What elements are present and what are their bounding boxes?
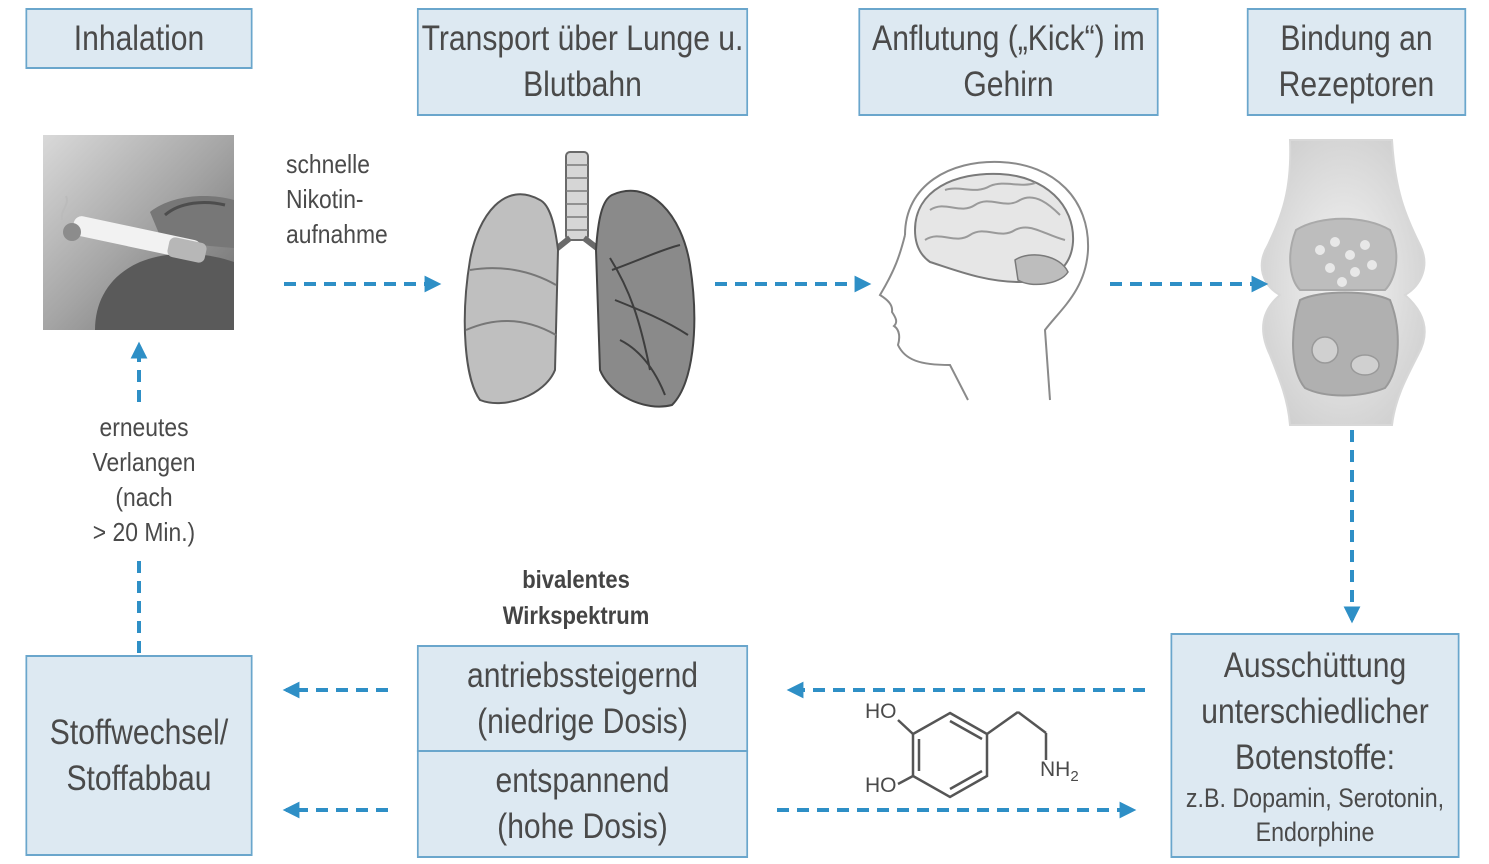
effects-heading-line-2: Wirkspektrum [502,602,650,630]
molecule-ho-top: HO [865,700,897,723]
stage-anflutung-line-2: Gehirn [963,65,1054,104]
stage-ausschuettung-line-1: Ausschüttung [1223,645,1407,685]
molecule-nh-sub: 2 [1070,768,1079,786]
stage-ausschuettung-box: Ausschüttung unterschiedlicher Botenstof… [1170,633,1460,858]
stage-anflutung-line-1: Anflutung („Kick“) im [872,19,1145,58]
lungs-image [463,151,696,408]
effect-high-dose-line-1: entspannend [495,761,670,800]
effects-heading: bivalentes Wirkspektrum [488,562,664,634]
stage-stoffwechsel-box: Stoffwechsel/ Stoffabbau [25,655,253,856]
craving-line-2: Verlangen [92,447,196,477]
effect-low-dose-line-2: (niedrige Dosis) [477,701,688,741]
stage-stoffwechsel-line-1: Stoffwechsel/ [49,712,229,752]
stage-stoffwechsel-line-2: Stoffabbau [66,758,212,798]
stage-bindung-line-2: Rezeptoren [1278,65,1435,104]
effect-low-dose-box: antriebssteigernd (niedrige Dosis) [416,645,749,752]
uptake-line-1: schnelle [286,149,370,179]
uptake-annotation: schnelle Nikotin- aufnahme [286,147,388,252]
smoking-hand-image [43,135,234,330]
stage-inhalation-label: Inhalation [73,18,205,58]
stage-inhalation-box: Inhalation [25,8,253,69]
stage-transport-box: Transport über Lunge u. Blutbahn [416,8,749,116]
effect-high-dose-line-2: (hohe Dosis) [497,807,668,846]
effects-heading-line-1: bivalentes [522,566,630,594]
effect-low-dose-line-1: antriebssteigernd [467,655,698,695]
head-brain-image [878,160,1090,401]
molecule-nh: NH [1040,758,1071,781]
effect-high-dose-box: entspannend (hohe Dosis) [416,750,749,858]
stage-transport-line-2: Blutbahn [523,65,642,104]
craving-line-3: (nach [115,482,173,512]
stage-ausschuettung-examples-1: z.B. Dopamin, Serotonin, [1185,782,1445,813]
stage-anflutung-box: Anflutung („Kick“) im Gehirn [858,8,1159,116]
uptake-line-2: Nikotin- [286,184,364,214]
stage-ausschuettung-examples-2: Endorphine [1255,816,1375,847]
uptake-line-3: aufnahme [286,219,388,249]
molecule-ho-bottom: HO [865,774,897,797]
stage-transport-line-1: Transport über Lunge u. [421,19,744,58]
stage-ausschuettung-line-2: unterschiedlicher [1201,691,1429,731]
molecule-nh2: NH2 [1040,758,1079,789]
flow-arrows [130,275,1361,819]
stage-ausschuettung-line-3: Botenstoffe: [1234,737,1396,777]
craving-line-1: erneutes [99,412,189,442]
craving-annotation: erneutes Verlangen (nach > 20 Min.) [74,410,215,550]
dopamine-molecule [897,710,1048,799]
craving-line-4: > 20 Min.) [92,517,196,547]
synapse-image [1260,139,1426,426]
stage-bindung-line-1: Bindung an [1280,19,1433,58]
stage-bindung-box: Bindung an Rezeptoren [1246,8,1467,116]
